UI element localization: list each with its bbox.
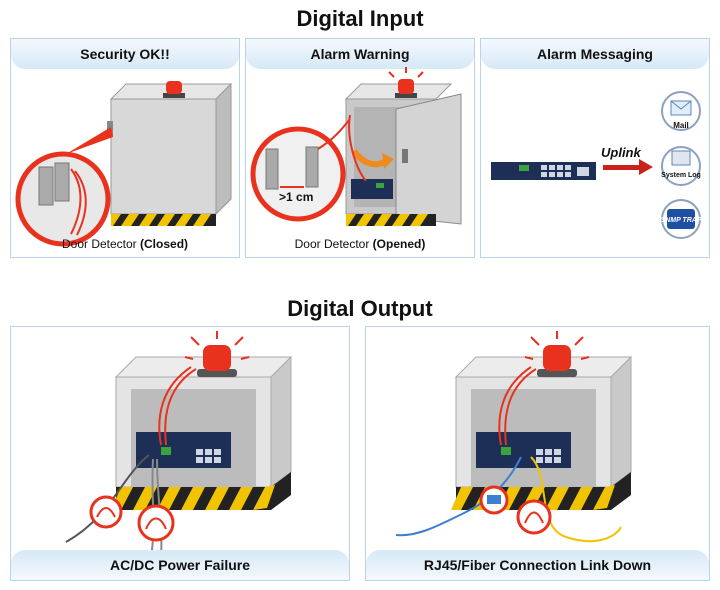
digital-output-title: Digital Output [287, 296, 433, 321]
gap-label: >1 cm [279, 190, 313, 204]
managed-switch-icon [491, 162, 596, 180]
managed-switch-icon [476, 432, 571, 468]
door-detector-caption: Door Detector (Opened) [246, 237, 474, 251]
caption-state: (Opened) [372, 237, 426, 251]
digital-input-title: Digital Input [296, 6, 424, 31]
alarm-warning-panel: Alarm Warning [245, 38, 475, 258]
hazard-stripe-base [346, 214, 436, 226]
snmp-trap-icon [661, 199, 701, 239]
panel-caption: RJ45/Fiber Connection Link Down [366, 550, 709, 580]
broken-cable-zoom-icon [89, 495, 123, 529]
door-detector-caption: Door Detector (Closed) [11, 237, 239, 251]
panel-heading: Alarm Warning [246, 39, 474, 69]
broken-cable-zoom-icon [137, 504, 175, 542]
hazard-stripe-base [111, 214, 216, 226]
opened-cabinet-illustration: >1 cm [250, 67, 462, 226]
panel-heading: Alarm Messaging [481, 39, 709, 69]
door-sensor-zoom-icon [15, 127, 113, 247]
alarm-beacon-icon [163, 81, 185, 98]
caption-text: Door Detector [294, 237, 373, 251]
rj45-connector-icon [479, 485, 509, 515]
alarm-beacon-icon [184, 331, 250, 377]
alarm-beacon-icon [524, 331, 590, 377]
snmp-trap-label: SNMP TRAP [661, 217, 702, 224]
panel-caption: AC/DC Power Failure [11, 550, 349, 580]
managed-switch-icon [136, 432, 231, 468]
system-log-label: System Log [661, 172, 701, 179]
power-failure-illustration [65, 331, 293, 558]
power-failure-panel: AC/DC Power Failure [10, 326, 350, 581]
alarm-messaging-illustration: Uplink Mail System Log SNMP TRAP [491, 91, 702, 239]
caption-state: (Closed) [140, 237, 189, 251]
security-ok-panel: Security OK!! [10, 38, 240, 258]
alarm-messaging-panel: Alarm Messaging [480, 38, 710, 258]
closed-cabinet-illustration [15, 81, 233, 247]
caption-text: Door Detector [61, 237, 141, 251]
panel-heading: Security OK!! [11, 39, 239, 69]
system-log-icon [661, 146, 701, 186]
link-down-illustration [395, 331, 633, 543]
link-down-panel: RJ45/Fiber Connection Link Down [365, 326, 710, 581]
uplink-arrow-icon [603, 159, 653, 175]
mail-icon [661, 91, 701, 131]
uplink-label: Uplink [601, 145, 641, 160]
mail-label: Mail [673, 121, 689, 130]
alarm-beacon-icon [388, 67, 424, 98]
door-sensor-gap-zoom-icon [250, 118, 351, 222]
broken-fiber-zoom-icon [516, 499, 552, 535]
